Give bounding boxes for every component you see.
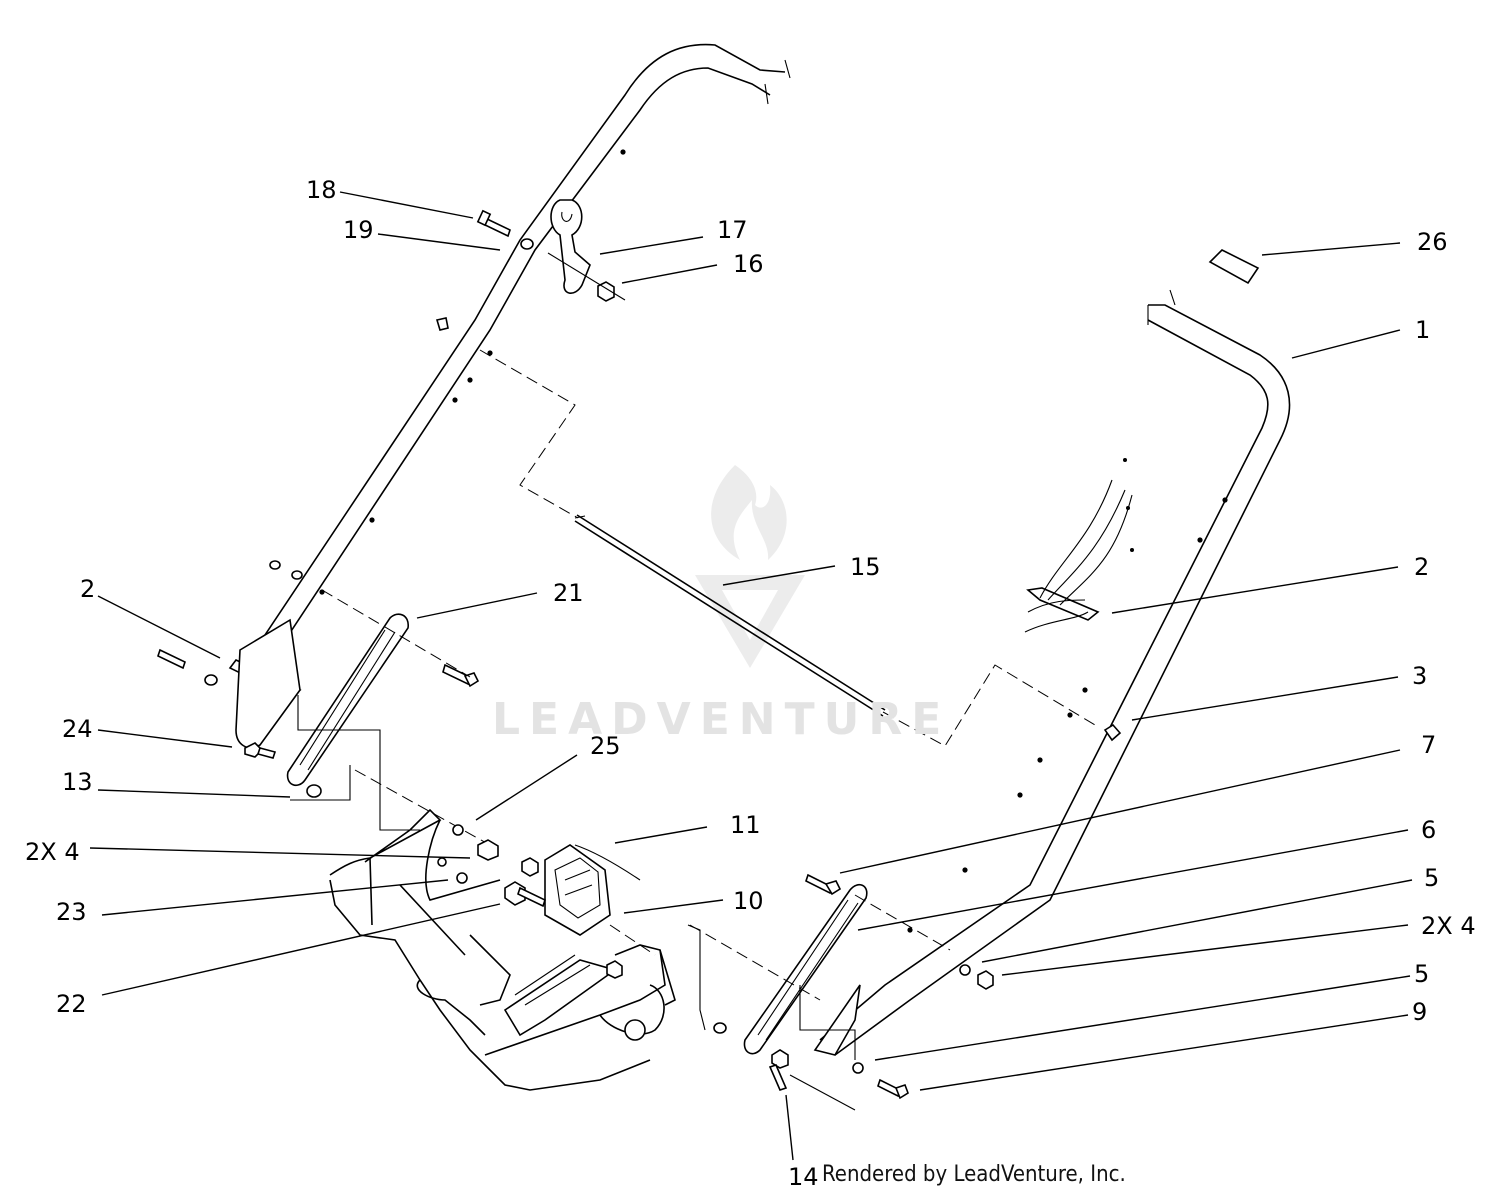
bolt-7 bbox=[805, 873, 842, 896]
washer-19 bbox=[520, 238, 534, 250]
label-qty-left: 2X 4 bbox=[25, 838, 80, 866]
label-23: 23 bbox=[56, 898, 87, 926]
label-26: 26 bbox=[1417, 228, 1448, 256]
label-25: 25 bbox=[590, 732, 621, 760]
label-22: 22 bbox=[56, 990, 87, 1018]
label-7: 7 bbox=[1421, 731, 1437, 759]
washer-2x4 bbox=[437, 857, 447, 867]
decal-26 bbox=[1208, 249, 1260, 285]
label-13: 13 bbox=[62, 768, 93, 796]
label-1: 1 bbox=[1415, 316, 1431, 344]
label-6: 6 bbox=[1421, 816, 1437, 844]
left-plate bbox=[235, 618, 301, 749]
label-2-left: 2 bbox=[80, 575, 96, 603]
washer-left-lower bbox=[713, 1022, 727, 1034]
pivot-hook-part bbox=[550, 199, 591, 294]
bolt-left-top bbox=[157, 648, 218, 686]
bolt-21-fastener bbox=[442, 663, 480, 688]
label-24: 24 bbox=[62, 715, 93, 743]
nut-left-a bbox=[269, 560, 281, 570]
nut-deck bbox=[606, 960, 623, 979]
label-16: 16 bbox=[733, 250, 764, 278]
left-handle-tube bbox=[254, 43, 791, 661]
bolt-9 bbox=[877, 1078, 909, 1100]
label-2-right: 2 bbox=[1414, 553, 1430, 581]
link-bracket-21 bbox=[286, 613, 409, 787]
nut-bracket bbox=[521, 857, 539, 877]
label-19: 19 bbox=[343, 216, 374, 244]
label-5-top: 5 bbox=[1424, 864, 1440, 892]
bolt-24 bbox=[244, 742, 277, 759]
label-11: 11 bbox=[730, 811, 761, 839]
label-9: 9 bbox=[1412, 998, 1428, 1026]
label-17: 17 bbox=[717, 216, 748, 244]
label-15: 15 bbox=[850, 553, 881, 581]
right-handle-tube bbox=[813, 289, 1291, 1056]
bolt-14 bbox=[768, 1049, 789, 1091]
leader-lines bbox=[89, 191, 1413, 1161]
label-3: 3 bbox=[1412, 662, 1428, 690]
washer-5-bottom bbox=[852, 1062, 864, 1074]
bolt-18 bbox=[476, 209, 511, 238]
washer-25 bbox=[452, 824, 464, 836]
nut-left-b bbox=[291, 570, 303, 580]
nut-25 bbox=[477, 839, 499, 861]
plug-left bbox=[435, 317, 449, 331]
label-18: 18 bbox=[306, 176, 337, 204]
watermark-text: LEADVENTURE bbox=[492, 694, 951, 745]
washer-5-top bbox=[959, 964, 971, 976]
watermark-logo-icon bbox=[695, 465, 805, 668]
label-21: 21 bbox=[553, 579, 584, 607]
cap-3 bbox=[1103, 723, 1122, 742]
link-bracket-6 bbox=[743, 883, 868, 1055]
mower-deck bbox=[329, 808, 676, 1091]
label-5-bottom: 5 bbox=[1414, 960, 1430, 988]
bolt-22 bbox=[504, 881, 546, 908]
bracket-10 bbox=[544, 844, 611, 936]
cable-clip-right bbox=[1024, 458, 1134, 633]
nut-2x4-right bbox=[977, 970, 994, 990]
label-10: 10 bbox=[733, 887, 764, 915]
label-14: 14 bbox=[788, 1163, 819, 1191]
washer-23 bbox=[456, 872, 468, 884]
spring-11 bbox=[574, 844, 641, 881]
washer-13 bbox=[306, 784, 322, 798]
label-qty-right: 2X 4 bbox=[1421, 912, 1476, 940]
credit-text: Rendered by LeadVenture, Inc. bbox=[822, 1162, 1126, 1187]
nut-16 bbox=[597, 281, 615, 302]
